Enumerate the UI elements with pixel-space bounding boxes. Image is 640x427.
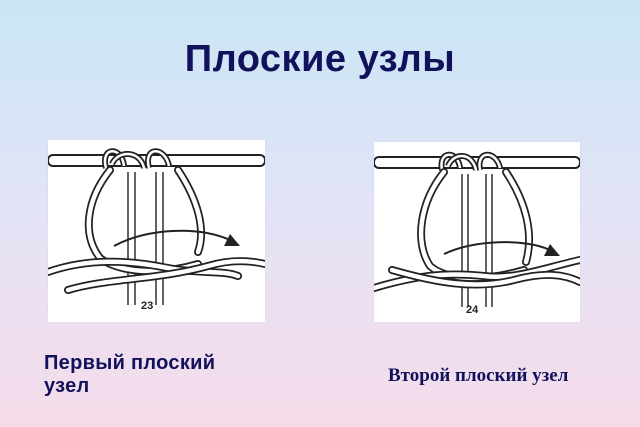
knot-illustration-second (374, 151, 580, 307)
arrow-icon (113, 229, 240, 247)
caption-second-knot: Второй плоский узел (388, 365, 569, 386)
caption-line: Первый плоский (44, 352, 216, 374)
figure-second-flat-knot: 24 (374, 142, 580, 322)
caption-first-knot: Первый плоский узел (44, 352, 274, 398)
page-title: Плоские узлы (184, 38, 456, 80)
arrow-icon (443, 241, 560, 256)
figure-number: 24 (466, 304, 479, 316)
figure-first-flat-knot: 23 (48, 140, 265, 322)
figure-number: 23 (141, 300, 154, 312)
caption-line: узел (44, 375, 90, 397)
knot-illustration-first (48, 148, 265, 305)
